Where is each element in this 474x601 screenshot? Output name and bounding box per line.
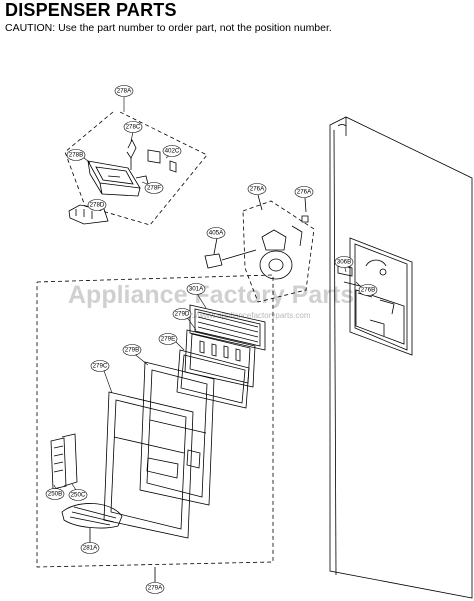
watermark-url: http://www.appliancefactoryparts.com <box>178 311 311 320</box>
group-278-assembly <box>64 111 208 226</box>
callout-279A: 279A <box>145 582 165 594</box>
svg-text:279D: 279D <box>175 311 190 318</box>
svg-text:405A: 405A <box>209 230 224 237</box>
svg-text:250B: 250B <box>48 491 62 498</box>
svg-text:278C: 278C <box>126 124 141 131</box>
callout-278A: 278A <box>114 85 134 97</box>
svg-text:250C: 250C <box>71 492 86 499</box>
callout-306B: 306B <box>334 256 354 268</box>
svg-text:276A: 276A <box>250 186 265 193</box>
callout-250C: 250C <box>68 489 88 501</box>
callout-276B: 276B <box>358 284 378 296</box>
callout-301A: 301A <box>186 283 206 295</box>
page-title: DISPENSER PARTS <box>5 0 177 20</box>
svg-text:278B: 278B <box>69 152 83 159</box>
callout-250B: 250B <box>45 488 65 500</box>
callout-278B: 278B <box>66 149 86 161</box>
callout-278F: 278F <box>144 182 164 194</box>
svg-text:279B: 279B <box>125 347 139 354</box>
watermark-text: Appliance Factory Parts <box>68 281 354 309</box>
callout-281A: 281A <box>80 542 100 554</box>
caution-note: CAUTION: Use the part number to order pa… <box>5 22 332 34</box>
svg-text:276B: 276B <box>361 287 375 294</box>
svg-text:306B: 306B <box>337 259 351 266</box>
callout-278D: 278D <box>87 199 107 211</box>
callout-279C: 279C <box>90 360 110 372</box>
svg-text:276A: 276A <box>297 189 312 196</box>
refrigerator-door <box>329 116 473 599</box>
svg-text:278F: 278F <box>147 185 161 192</box>
callout-276A-small: 276A <box>294 186 314 198</box>
svg-text:278A: 278A <box>117 88 132 95</box>
svg-text:278D: 278D <box>90 202 105 209</box>
callout-279D: 279D <box>172 308 192 320</box>
svg-text:281A: 281A <box>83 545 98 552</box>
callout-278C: 278C <box>123 121 143 133</box>
svg-text:301A: 301A <box>189 286 204 293</box>
svg-text:402C: 402C <box>165 148 180 155</box>
svg-text:279E: 279E <box>161 336 175 343</box>
callout-276A: 276A <box>247 183 267 195</box>
callout-402C: 402C <box>162 145 182 157</box>
callout-279E: 279E <box>158 333 178 345</box>
callout-279B: 279B <box>122 344 142 356</box>
svg-text:279C: 279C <box>93 363 108 370</box>
callout-405A: 405A <box>206 227 226 239</box>
svg-text:279A: 279A <box>148 585 163 592</box>
group-279-assembly <box>36 274 274 582</box>
group-276-assembly <box>204 194 315 303</box>
